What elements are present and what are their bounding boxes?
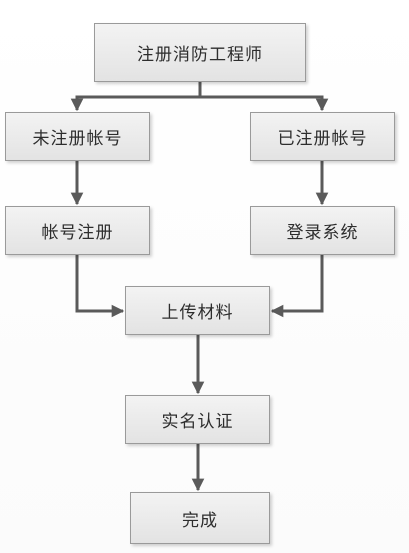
node-label: 已注册帐号 xyxy=(277,129,368,149)
node-label: 登录系统 xyxy=(286,223,359,243)
node-label: 未注册帐号 xyxy=(32,129,123,149)
connector-account-registration-to-upload xyxy=(75,255,125,318)
node-complete: 完成 xyxy=(130,492,270,544)
connector-root-to-registered xyxy=(200,95,329,112)
node-label: 实名认证 xyxy=(161,412,234,432)
node-real-name-verification: 实名认证 xyxy=(125,395,270,444)
node-account-registration: 帐号注册 xyxy=(5,206,150,255)
connector-login-to-upload xyxy=(270,255,324,318)
node-login-system: 登录系统 xyxy=(250,206,395,255)
node-register-fire-engineer: 注册消防工程师 xyxy=(94,23,306,82)
node-label: 注册消防工程师 xyxy=(137,45,263,65)
node-label: 上传材料 xyxy=(161,303,234,323)
node-upload-materials: 上传材料 xyxy=(125,286,270,335)
connector-root-to-unregistered xyxy=(70,95,200,112)
node-registered-account: 已注册帐号 xyxy=(250,112,395,161)
node-label: 帐号注册 xyxy=(41,223,114,243)
node-unregistered-account: 未注册帐号 xyxy=(5,112,150,161)
node-label: 完成 xyxy=(182,510,218,531)
